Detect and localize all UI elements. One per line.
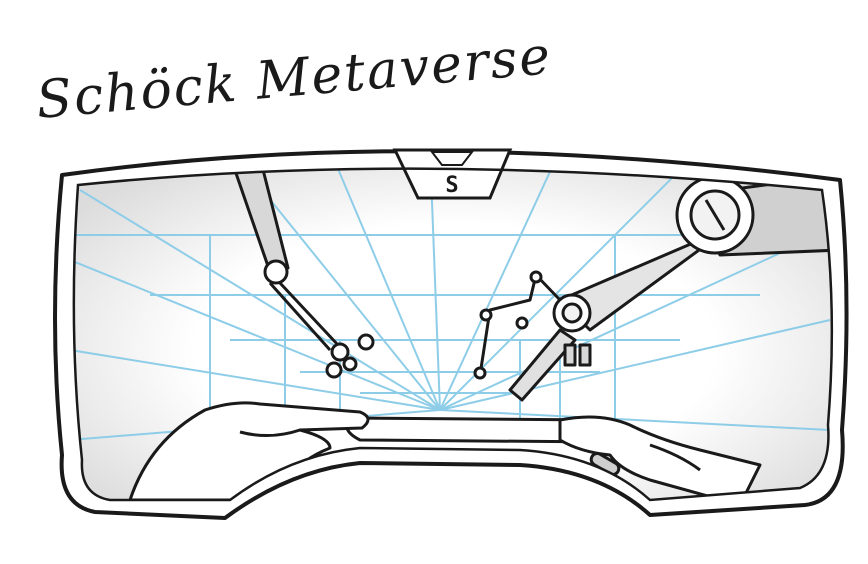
right-hand bbox=[558, 415, 762, 500]
headset-frame bbox=[53, 149, 849, 520]
visor-inner-edge bbox=[72, 167, 834, 502]
visor-logo: S bbox=[445, 173, 458, 198]
visor-display bbox=[73, 168, 832, 500]
title-text: Schöck Metaverse bbox=[34, 26, 554, 131]
robot-arm-left bbox=[226, 168, 375, 379]
visor-logo-badge: S bbox=[392, 148, 513, 200]
robot-arm-right bbox=[473, 173, 832, 402]
